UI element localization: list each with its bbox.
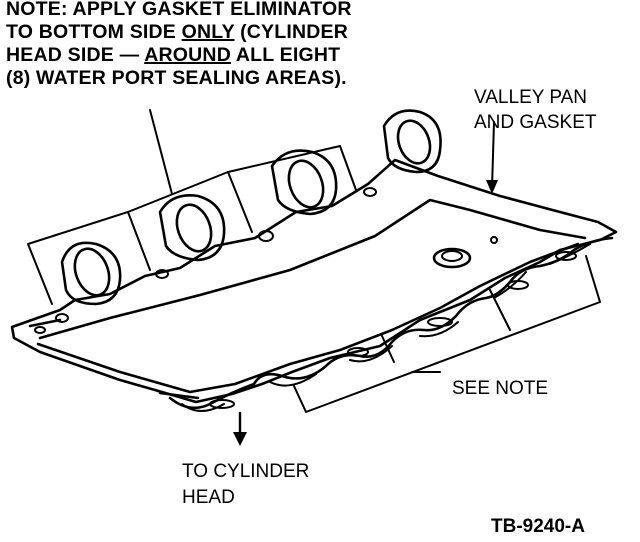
note-line-4: (8) WATER PORT SEALING AREAS). [6,67,347,89]
valley-pan-label-line-2: AND GASKET [474,111,597,133]
valley-pan-label: VALLEY PAN AND GASKET [474,86,596,135]
water-port-flange-2 [158,194,226,262]
valley-pan-label-line-1: VALLEY PAN [474,87,588,108]
center-boss [432,247,472,269]
note-line-3: HEAD SIDE — AROUND ALL EIGHT [6,44,352,67]
note-emphasis-around: AROUND [144,44,231,66]
note-line-2: TO BOTTOM SIDE ONLY (CYLINDER [6,21,352,44]
note-leader-bracket [27,109,357,305]
note-text: NOTE: APPLY GASKET ELIMINATOR TO BOTTOM … [6,0,352,90]
see-note-leader-bracket [293,255,601,413]
water-port-flange-3 [270,149,338,216]
note-emphasis-only: ONLY [181,21,235,43]
figure-code: TB-9240-A [491,516,585,537]
see-note-label: SEE NOTE [452,378,549,399]
note-line-3-c: ALL EIGHT [230,44,341,66]
to-cylinder-arrowhead [233,432,247,446]
rim-gasket [168,236,614,410]
note-line-2-a: TO BOTTOM SIDE [6,21,182,43]
valley-pan-arrowhead [486,180,498,194]
pan-floor-edge [38,198,587,340]
note-line-3-a: HEAD SIDE — [6,44,145,66]
to-cylinder-label-line-1: TO CYLINDER [182,461,310,482]
to-cylinder-head-label: TO CYLINDER HEAD [182,459,309,510]
water-port-flange-4 [382,109,442,174]
pan-front-lip [36,242,580,394]
water-port-flange-1 [60,241,122,306]
to-cylinder-label-line-2: HEAD [182,486,235,508]
note-line-1: NOTE: APPLY GASKET ELIMINATOR [6,0,352,20]
valley-pan-leader [491,121,495,189]
note-line-2-c: (CYLINDER [234,21,349,43]
